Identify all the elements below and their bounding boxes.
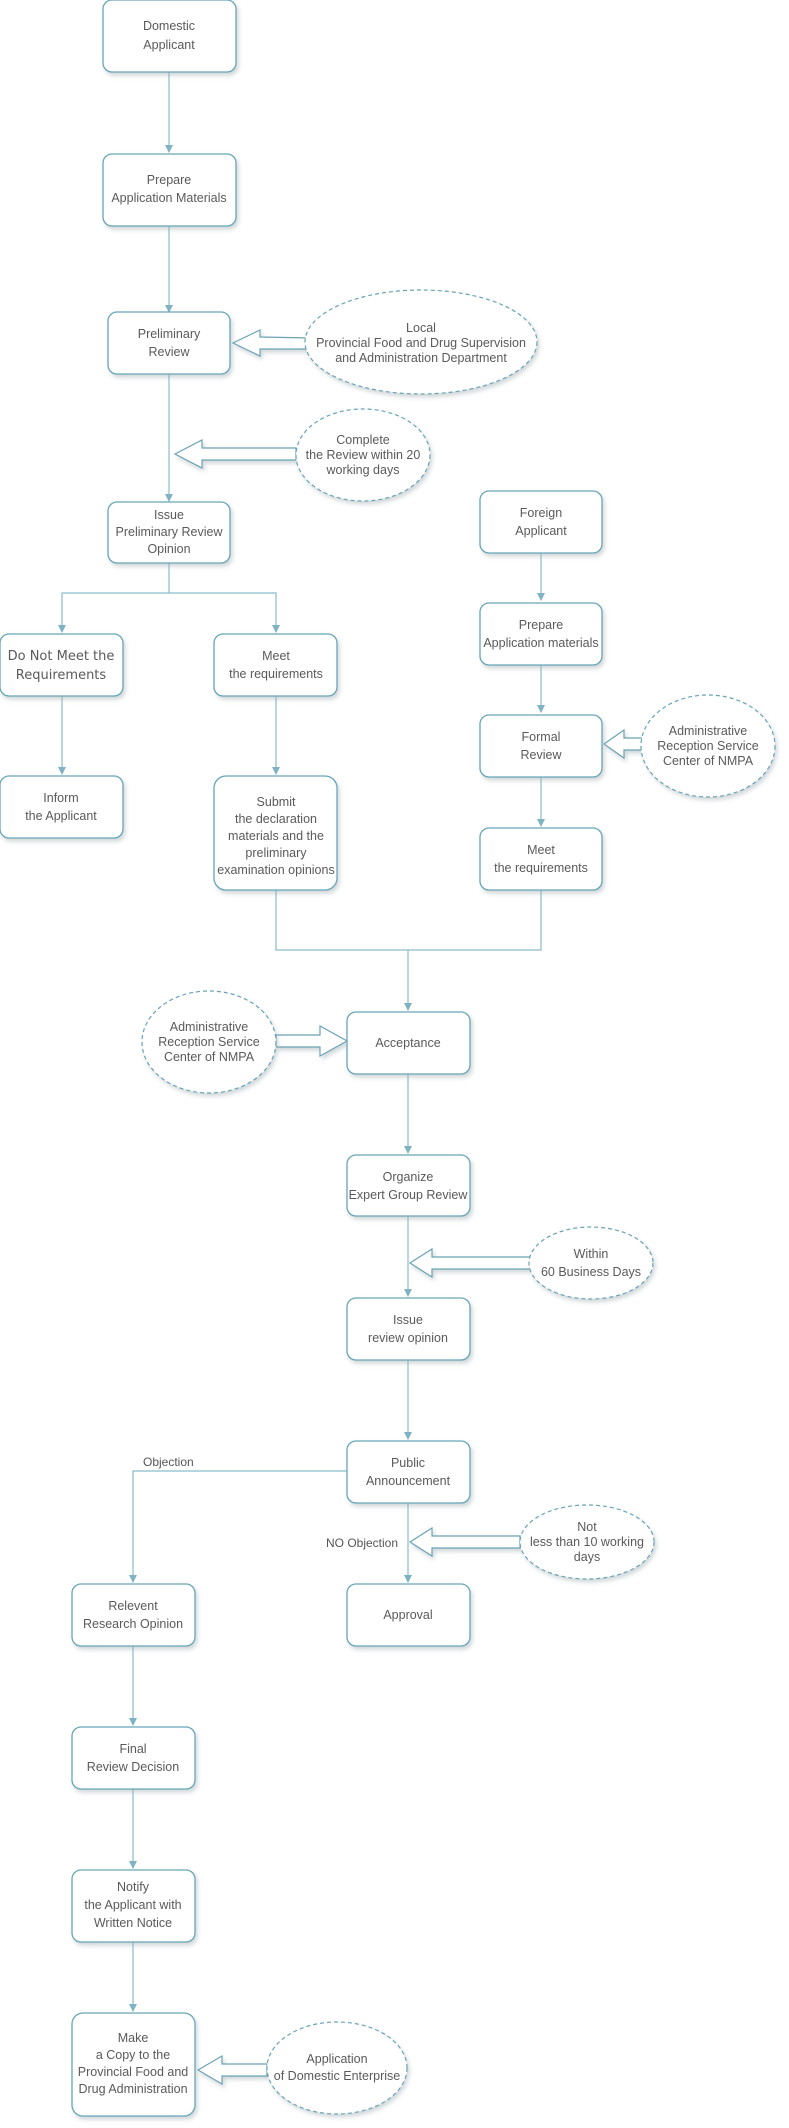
hollow-arrow-complete-review [173,439,297,469]
edge-submit-to-acceptance [275,890,412,1011]
edge-label-objection: Objection [143,1455,194,1469]
edge-label-no-objection: NO Objection [326,1536,398,1550]
hollow-arrow-within-60-days [408,1247,531,1279]
edge-issue-to-do-not-meet [58,563,170,633]
edge-issue-to-meet [169,592,280,633]
svg-text:Approval: Approval [383,1608,432,1622]
svg-text:Acceptance: Acceptance [375,1036,440,1050]
hollow-arrow-reception-to-acceptance [275,1024,349,1058]
edge-meet-right-to-acceptance [408,890,542,951]
hollow-arrow-not-less-than-10 [408,1526,521,1558]
flow-edges [58,72,545,2012]
hollow-arrows [173,329,643,2086]
node-approval: Approval [346,1583,471,1647]
hollow-arrow-local-to-preliminary [231,329,311,357]
node-acceptance: Acceptance [346,1011,471,1075]
edge-announcement-to-research [129,1470,347,1583]
hollow-arrow-domestic-enterprise [196,2054,268,2086]
hollow-arrow-reception-to-formal [602,728,643,760]
